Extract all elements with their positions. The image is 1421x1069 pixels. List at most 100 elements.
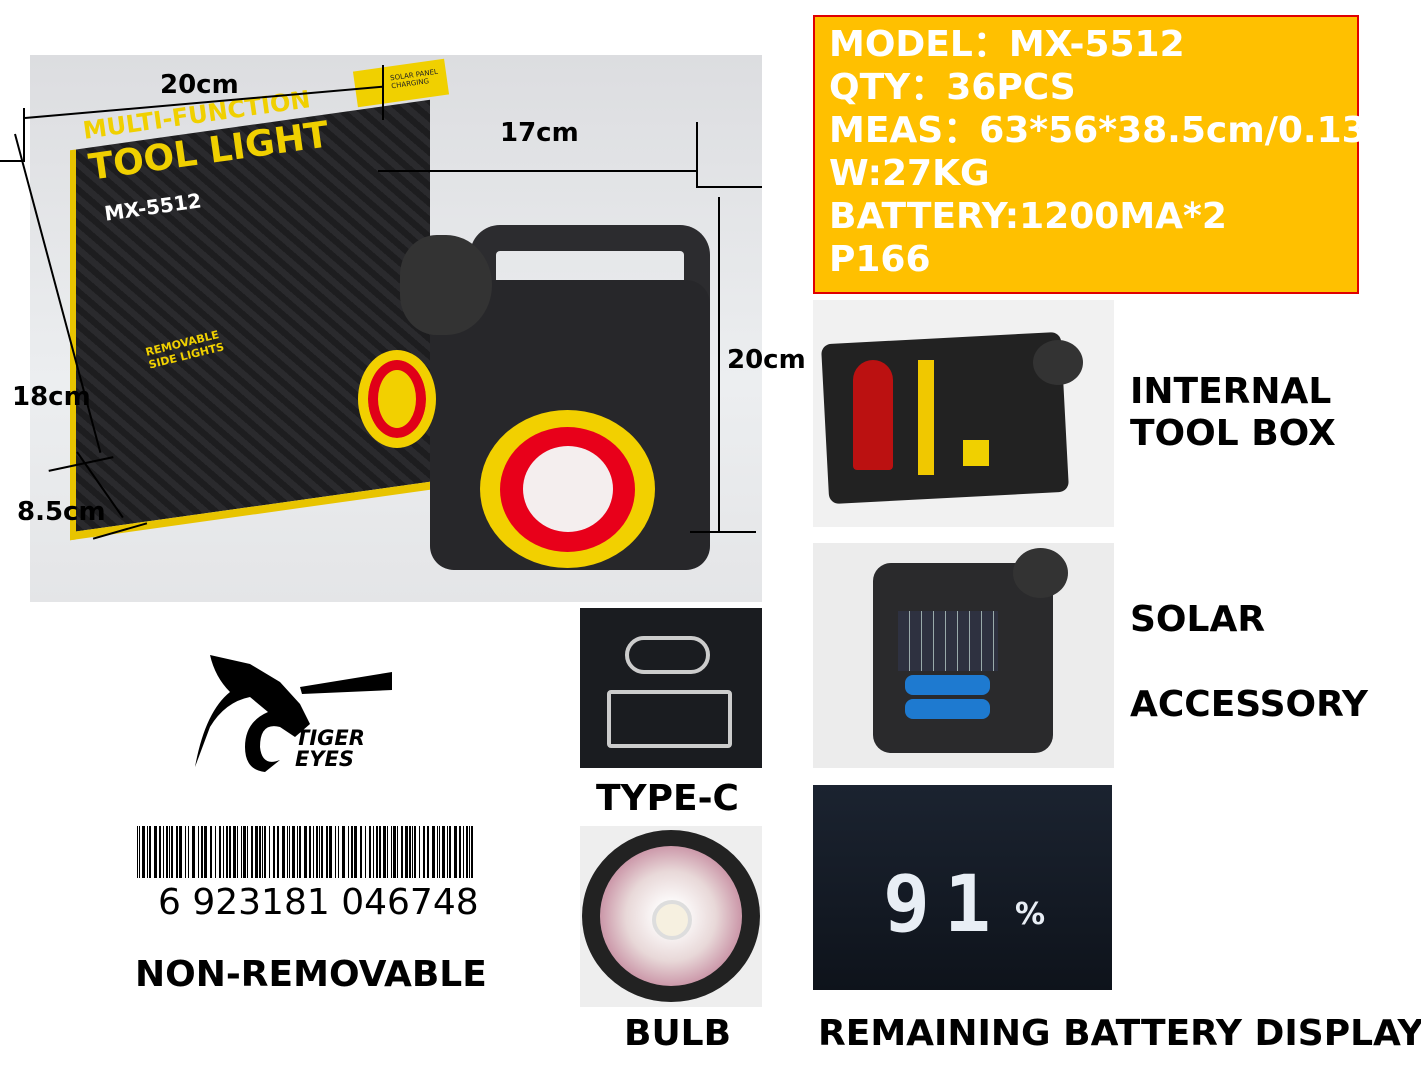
barcode-bar — [139, 826, 140, 878]
barcode-bar — [154, 826, 157, 878]
barcode-bar — [401, 826, 403, 878]
barcode-bar — [255, 826, 258, 878]
barcode-bar — [313, 826, 314, 878]
barcode-bar — [397, 826, 398, 878]
barcode-bar — [432, 826, 435, 878]
solar-accessory-photo — [813, 543, 1114, 768]
barcode-bar — [348, 826, 349, 878]
barcode-bar — [304, 826, 307, 878]
barcode-bar — [169, 826, 170, 878]
dim-box-depth: 8.5cm — [17, 497, 106, 527]
barcode-bar — [166, 826, 168, 878]
barcode-bar — [277, 826, 279, 878]
barcode-bar — [351, 826, 353, 878]
barcode-bar — [137, 826, 138, 878]
barcode-bar — [319, 826, 320, 878]
barcode-bar — [243, 826, 246, 878]
front-light — [480, 410, 655, 568]
barcode-bar — [419, 826, 420, 878]
toolbox-photo — [813, 300, 1114, 527]
barcode-bar — [292, 826, 295, 878]
toolbox-label-2: TOOL BOX — [1130, 413, 1336, 454]
barcode-bar — [289, 826, 290, 878]
barcode-bar — [335, 826, 336, 878]
barcode-bar — [269, 826, 270, 878]
barcode-bar — [354, 826, 357, 878]
dim-line — [382, 65, 384, 120]
barcode-bar — [342, 826, 345, 878]
side-light — [358, 350, 436, 448]
barcode-bar — [142, 826, 145, 878]
barcode-bar — [176, 826, 178, 878]
product-photo: MULTI-FUNCTION TOOL LIGHT MX-5512 SOLAR … — [30, 55, 762, 602]
barcode-bar — [223, 826, 224, 878]
barcode-bar — [463, 826, 464, 878]
bulb-label: BULB — [624, 1013, 732, 1054]
barcode-bar — [171, 826, 173, 878]
dim-line — [696, 186, 762, 188]
toolbox-label-1: INTERNAL — [1130, 371, 1332, 412]
tiger-eyes-logo: TIGER EYES — [190, 652, 405, 774]
barcode-bar — [329, 826, 332, 878]
spec-battery: BATTERY:1200MA*2 — [829, 196, 1227, 237]
barcode-bar — [454, 826, 457, 878]
barcode-bar — [466, 826, 468, 878]
barcode-bar — [210, 826, 212, 878]
barcode-bar — [387, 826, 388, 878]
dim-height: 20cm — [727, 345, 806, 375]
barcode-bar — [365, 826, 366, 878]
barcode-bar — [373, 826, 374, 878]
barcode — [137, 826, 473, 878]
barcode-bar — [321, 826, 323, 878]
barcode-number: 6 923181 046748 — [158, 882, 479, 923]
barcode-bar — [179, 826, 182, 878]
barcode-bar — [229, 826, 231, 878]
barcode-bar — [405, 826, 408, 878]
dim-line — [23, 108, 25, 162]
barcode-bar — [469, 826, 470, 878]
barcode-bar — [437, 826, 438, 878]
barcode-bar — [309, 826, 311, 878]
barcode-bar — [360, 826, 362, 878]
barcode-bar — [449, 826, 451, 878]
dim-line — [696, 122, 698, 187]
barcode-bar — [204, 826, 207, 878]
barcode-bar — [459, 826, 461, 878]
barcode-bar — [251, 826, 253, 878]
dim-box-height: 18cm — [12, 382, 91, 412]
barcode-bar — [237, 826, 238, 878]
barcode-bar — [192, 826, 195, 878]
barcode-bar — [412, 826, 413, 878]
spec-weight: W:27KG — [829, 153, 990, 194]
barcode-bar — [287, 826, 288, 878]
dim-width: 20cm — [160, 70, 239, 100]
bulb-photo — [580, 826, 762, 1007]
barcode-bar — [393, 826, 396, 878]
spec-page: P166 — [829, 239, 931, 280]
barcode-bar — [439, 826, 440, 878]
battery-display-label: REMAINING BATTERY DISPLAY — [818, 1013, 1421, 1054]
barcode-bar — [376, 826, 378, 878]
barcode-bar — [247, 826, 248, 878]
barcode-bar — [414, 826, 416, 878]
dim-line — [0, 160, 24, 162]
battery-display-photo: 91 % — [813, 785, 1112, 990]
barcode-bar — [201, 826, 203, 878]
barcode-bar — [427, 826, 429, 878]
dim-line — [378, 170, 696, 172]
barcode-bar — [442, 826, 445, 878]
barcode-bar — [259, 826, 261, 878]
barcode-bar — [215, 826, 216, 878]
barcode-bar — [369, 826, 371, 878]
spec-model: MODEL：MX-5512 — [829, 24, 1185, 65]
barcode-bar — [447, 826, 448, 878]
barcode-bar — [149, 826, 151, 878]
barcode-bar — [219, 826, 221, 878]
barcode-bar — [147, 826, 148, 878]
spec-box: MODEL：MX-5512 QTY：36PCS MEAS：63*56*38.5c… — [813, 15, 1392, 294]
barcode-bar — [316, 826, 318, 878]
barcode-bar — [391, 826, 392, 878]
spec-meas: MEAS：63*56*38.5cm/0.135 — [829, 110, 1392, 151]
solar-label: SOLAR — [1130, 599, 1266, 640]
spec-qty: QTY：36PCS — [829, 67, 1076, 108]
